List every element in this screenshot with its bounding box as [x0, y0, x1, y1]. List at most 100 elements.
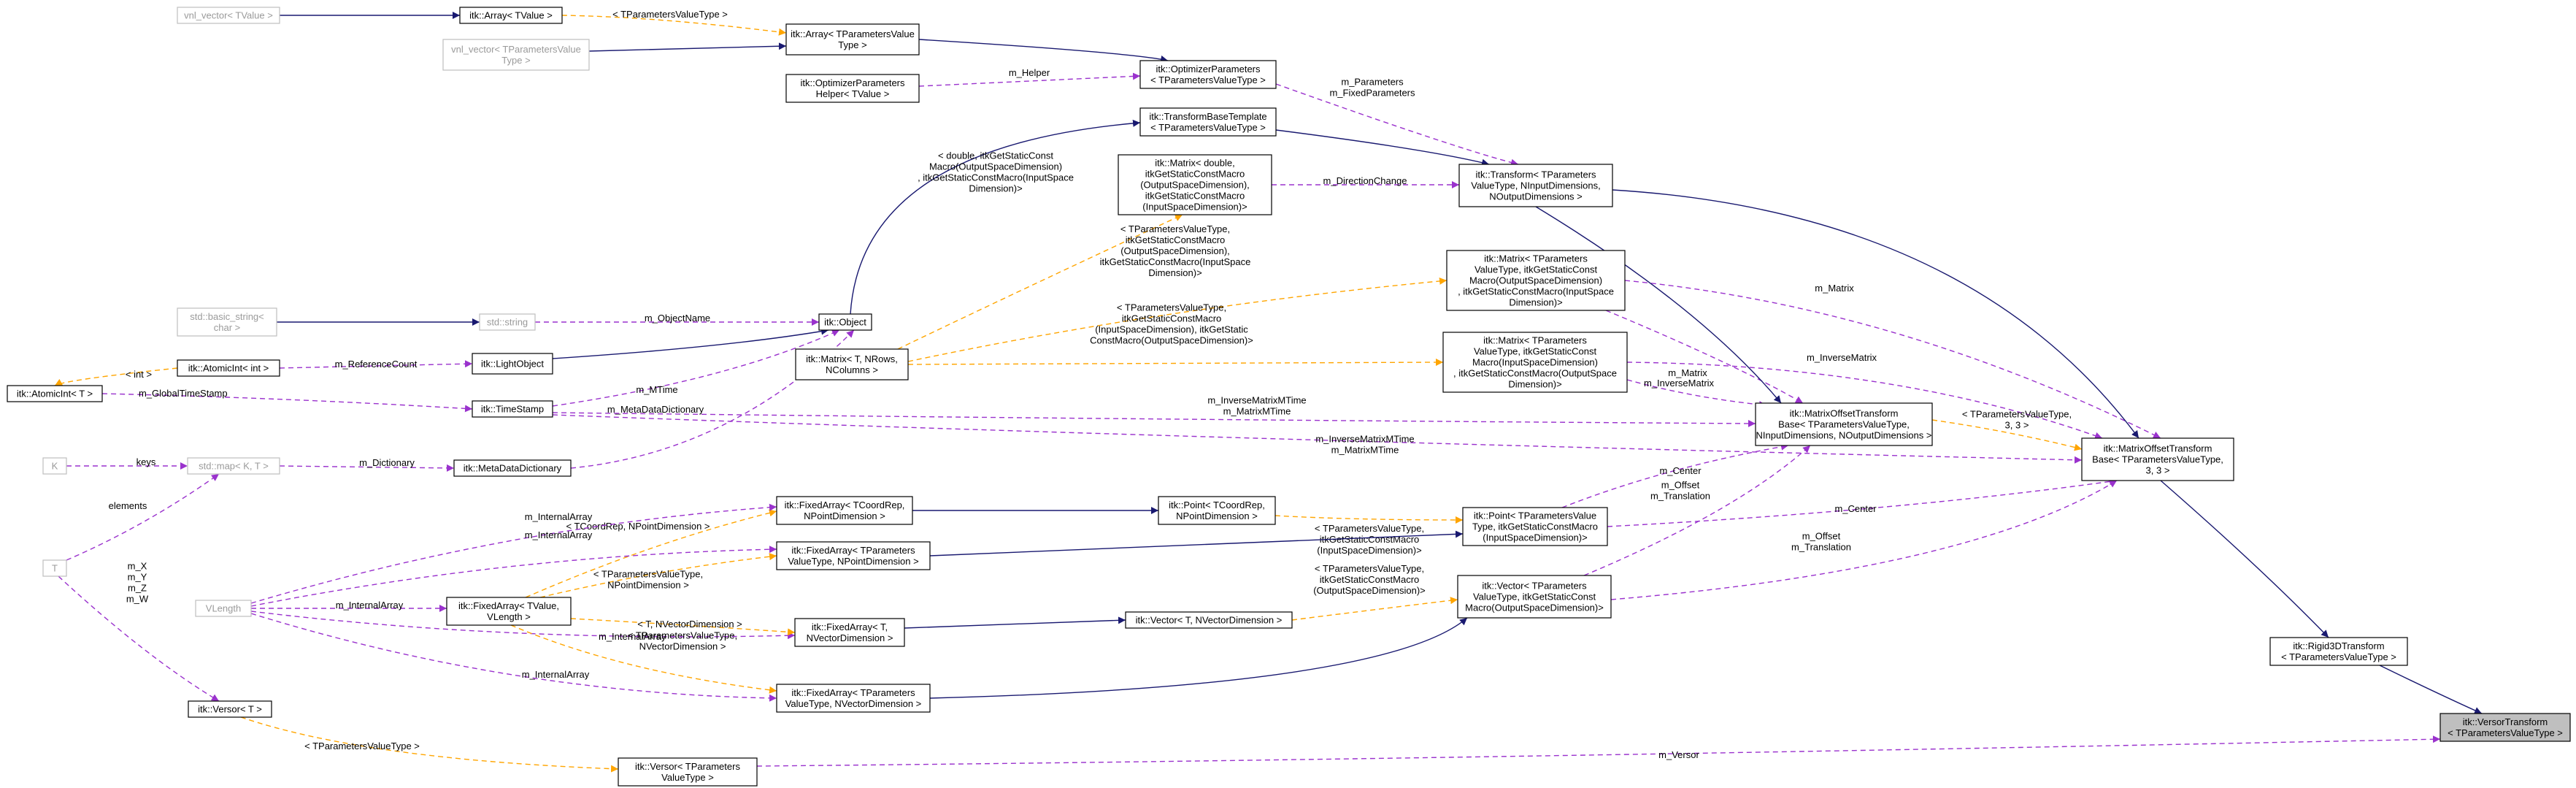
node-label: itk::FixedArray< TParameters — [791, 545, 915, 556]
node-vector-tparams[interactable]: itk::Vector< TParametersValueType, itkGe… — [1457, 575, 1612, 619]
node-fixedarray-tparams-npoint[interactable]: itk::FixedArray< TParametersValueType, N… — [776, 541, 931, 570]
node-box[interactable] — [1139, 107, 1277, 137]
node-box[interactable] — [188, 700, 272, 718]
edge-line — [929, 617, 1468, 699]
node-matrix-double[interactable]: itk::Matrix< double,itkGetStaticConstMac… — [1118, 154, 1272, 215]
edge-matrix-t-nrows-to-matrix-tparams-out-in: < TParametersValueType,itkGetStaticConst… — [907, 223, 1447, 362]
node-box[interactable] — [1457, 575, 1612, 619]
node-label: NOutputDimensions > — [1489, 191, 1583, 202]
node-box[interactable] — [2439, 713, 2571, 742]
edge-matrix-t-nrows-to-matrix-double: < double, itkGetStaticConstMacro(OutputS… — [897, 150, 1183, 350]
node-std-string[interactable]: std::string — [479, 313, 536, 331]
node-box[interactable] — [776, 684, 931, 713]
node-rigid3d-transform[interactable]: itk::Rigid3DTransform< TParametersValueT… — [2269, 637, 2408, 666]
node-fixedarray-tparams-nvector[interactable]: itk::FixedArray< TParametersValueType, N… — [776, 684, 931, 713]
node-box[interactable] — [1118, 154, 1272, 215]
edge-label: m_ReferenceCount — [335, 359, 418, 370]
node-box[interactable] — [1458, 164, 1613, 207]
node-t-node[interactable]: T — [42, 559, 67, 577]
node-point-tparams[interactable]: itk::Point< TParametersValueType, itkGet… — [1462, 507, 1608, 546]
node-transform-main[interactable]: itk::Transform< TParametersValueType, NI… — [1458, 164, 1613, 207]
node-box[interactable] — [195, 600, 252, 617]
node-box[interactable] — [1446, 250, 1626, 311]
node-box[interactable] — [795, 348, 909, 380]
node-box[interactable] — [7, 385, 103, 402]
node-vlength[interactable]: VLength — [195, 600, 252, 617]
node-box[interactable] — [459, 7, 563, 24]
node-box[interactable] — [42, 559, 67, 577]
node-timestamp[interactable]: itk::TimeStamp — [472, 400, 553, 418]
node-box[interactable] — [187, 457, 280, 475]
node-matrix-tparams-in-out[interactable]: itk::Matrix< TParametersValueType, itkGe… — [1442, 332, 1628, 393]
edge-point-tparams-to-matrix-offset-base-generic: m_Center — [1561, 443, 1789, 508]
edge-line — [1605, 310, 1804, 404]
node-metadata-dictionary[interactable]: itk::MetaDataDictionary — [453, 459, 572, 477]
node-k-node[interactable]: K — [42, 457, 67, 475]
node-box[interactable] — [818, 313, 872, 331]
edge-label: m_ObjectName — [645, 313, 710, 324]
node-box[interactable] — [479, 313, 536, 331]
node-std-map[interactable]: std::map< K, T > — [187, 457, 280, 475]
edge-label: itkGetStaticConstMacro(InputSpace — [1100, 256, 1251, 267]
node-box[interactable] — [1158, 496, 1276, 525]
node-vnl-vector-tvalue[interactable]: vnl_vector< TValue > — [177, 7, 280, 24]
node-fixedarray-tcoordrep[interactable]: itk::FixedArray< TCoordRep,NPointDimensi… — [776, 496, 913, 525]
edge-label: m_Versor — [1658, 749, 1699, 760]
node-optimizer-params[interactable]: itk::OptimizerParameters< TParametersVal… — [1139, 60, 1277, 89]
node-box[interactable] — [177, 307, 277, 337]
node-box[interactable] — [1442, 332, 1628, 393]
node-matrix-tparams-out-in[interactable]: itk::Matrix< TParametersValueType, itkGe… — [1446, 250, 1626, 311]
node-box[interactable] — [1125, 611, 1293, 629]
node-label: itk::MatrixOffsetTransform — [2104, 443, 2212, 454]
node-box[interactable] — [177, 7, 280, 24]
node-vector-t-nvector[interactable]: itk::Vector< T, NVectorDimension > — [1125, 611, 1293, 629]
node-vnl-vector-tparams[interactable]: vnl_vector< TParametersValueType > — [442, 39, 590, 71]
node-label: itk::FixedArray< TParameters — [791, 687, 915, 698]
node-box[interactable] — [618, 757, 758, 787]
edge-line — [1274, 515, 1464, 524]
node-atomicint-int[interactable]: itk::AtomicInt< int > — [177, 359, 280, 377]
edge-versor-t-to-versor-tparams: < TParametersValueType > — [240, 716, 619, 773]
node-versor-t[interactable]: itk::Versor< T > — [188, 700, 272, 718]
node-array-tparams[interactable]: itk::Array< TParametersValueType > — [785, 23, 920, 56]
node-versor-tparams[interactable]: itk::Versor< TParametersValueType > — [618, 757, 758, 787]
node-point-tcoordrep[interactable]: itk::Point< TCoordRep,NPointDimension > — [1158, 496, 1276, 525]
node-label: itk::Transform< TParameters — [1475, 169, 1596, 180]
node-box[interactable] — [785, 74, 920, 103]
node-box[interactable] — [1462, 507, 1608, 546]
edge-line — [570, 618, 796, 636]
node-box[interactable] — [472, 353, 553, 375]
node-fixedarray-tvalue-vlength[interactable]: itk::FixedArray< TValue,VLength > — [446, 597, 572, 626]
edge-fixedarray-tvalue-vlength-to-fixedarray-t-nvector: < T, NVectorDimension > — [570, 618, 796, 636]
node-atomicint-t[interactable]: itk::AtomicInt< T > — [7, 385, 103, 402]
node-std-basic-string[interactable]: std::basic_string<char > — [177, 307, 277, 337]
node-transform-base-template[interactable]: itk::TransformBaseTemplate< TParametersV… — [1139, 107, 1277, 137]
node-versor-transform[interactable]: itk::VersorTransform< TParametersValueTy… — [2439, 713, 2571, 742]
node-box[interactable] — [177, 359, 280, 377]
node-light-object[interactable]: itk::LightObject — [472, 353, 553, 375]
node-box[interactable] — [446, 597, 572, 626]
node-array-tvalue[interactable]: itk::Array< TValue > — [459, 7, 563, 24]
node-itk-object[interactable]: itk::Object — [818, 313, 872, 331]
node-box[interactable] — [453, 459, 572, 477]
edge-std-string-to-itk-object: m_ObjectName — [535, 313, 819, 326]
node-box[interactable] — [2269, 637, 2408, 666]
node-box[interactable] — [472, 400, 553, 418]
node-fixedarray-t-nvector[interactable]: itk::FixedArray< T,NVectorDimension > — [794, 618, 905, 647]
node-box[interactable] — [42, 457, 67, 475]
node-box[interactable] — [1139, 60, 1277, 89]
node-box[interactable] — [794, 618, 905, 647]
edge-label: m_InternalArray — [525, 529, 593, 540]
node-box[interactable] — [776, 541, 931, 570]
node-box[interactable] — [2081, 437, 2234, 481]
node-matrix-t-nrows[interactable]: itk::Matrix< T, NRows,NColumns > — [795, 348, 909, 380]
edge-label: m_Translation — [1791, 542, 1851, 553]
edge-atomicint-t-to-timestamp: m_GlobalTimeStamp — [101, 388, 473, 413]
node-box[interactable] — [442, 39, 590, 71]
node-box[interactable] — [785, 23, 920, 56]
node-box[interactable] — [1755, 402, 1933, 446]
node-box[interactable] — [776, 496, 913, 525]
